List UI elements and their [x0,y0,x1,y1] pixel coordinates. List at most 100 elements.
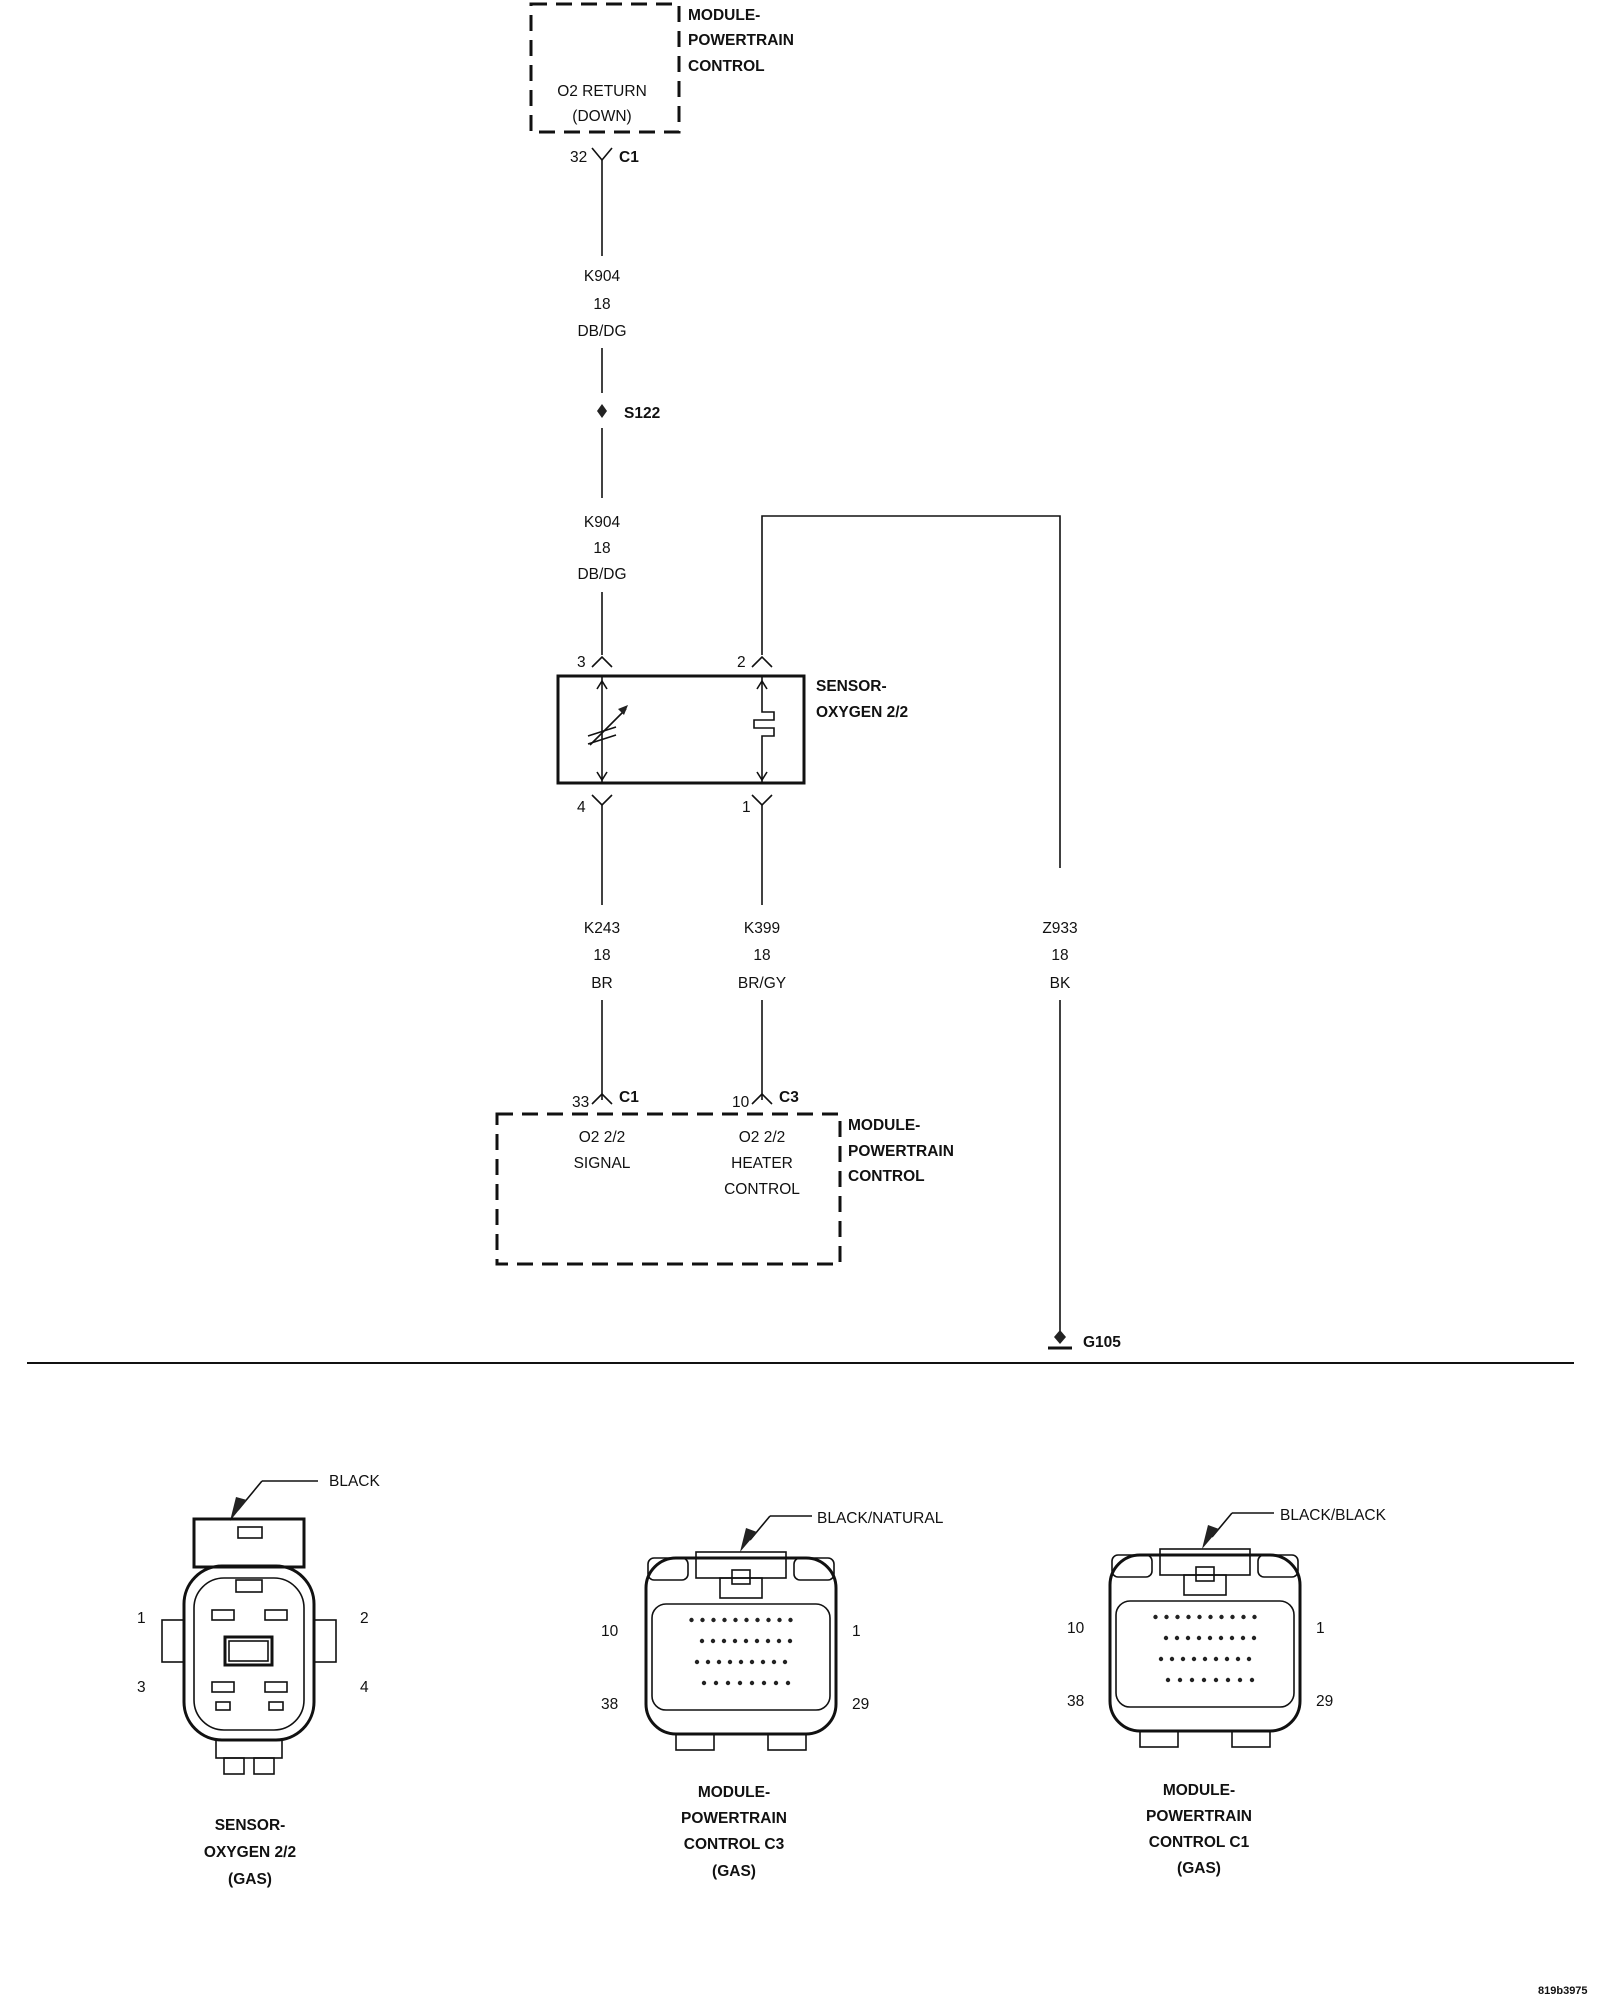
sensor-conn-pin-1: 1 [137,1610,146,1627]
pin-label-32: 32 [570,149,587,166]
c1-conn-title-3: CONTROL C1 [1149,1834,1250,1851]
pin-cavity [1163,1635,1169,1641]
c1-conn-title-4: (GAS) [1177,1860,1221,1877]
pin-cavity [1158,1656,1164,1662]
splice-s122: S122 [597,404,660,422]
pin-cavity [721,1638,727,1644]
pin-label-2: 2 [737,654,746,671]
pin-cavity [777,1617,782,1623]
pin-cavity [1191,1656,1197,1662]
sensor-conn-title-2: OXYGEN 2/2 [204,1844,296,1861]
pin-cavity [1246,1656,1252,1662]
pin-cavity [689,1617,694,1623]
pin-label-3: 3 [577,654,586,671]
pin-cavity [1202,1656,1208,1662]
pin-cavity [1185,1635,1191,1641]
pin-cavity [705,1659,711,1665]
pcm-top-func-2: (DOWN) [572,108,631,125]
pcm-bottom-name-3: CONTROL [848,1168,925,1185]
pin-cavity [1177,1677,1183,1683]
pin-cavity [1225,1677,1231,1683]
pin-cavity [743,1638,749,1644]
pin-cavity [732,1638,738,1644]
c3-conn-pin-29: 29 [852,1696,869,1713]
c3-conn-title-3: CONTROL C3 [684,1836,785,1853]
pin-cavity [1218,1635,1224,1641]
pin-cavity [755,1617,760,1623]
c3-conn-pin-10: 10 [601,1623,619,1640]
sensor-oxygen-box [556,674,806,785]
c1-pin-field [1153,1614,1257,1683]
pin-cavity [1153,1614,1158,1620]
c1-conn-pin-1: 1 [1316,1620,1325,1637]
sensor-conn-title-3: (GAS) [228,1871,272,1888]
wire-z933-color: BK [1050,975,1071,992]
pin-cavity [1174,1635,1180,1641]
pin-cavity [1213,1656,1219,1662]
document-id: 819b3975 [1538,1985,1588,1997]
wire-k243-gauge: 18 [593,947,610,964]
pin-cavity [766,1617,771,1623]
pin-cavity [711,1617,716,1623]
pin-cavity [716,1659,722,1665]
pin-label-10: 10 [732,1094,750,1111]
pcm-bottom-name-2: POWERTRAIN [848,1143,954,1160]
c3-conn-title-1: MODULE- [698,1784,770,1801]
wire-k399-id: K399 [744,920,780,937]
wire-k399-color: BR/GY [738,975,786,992]
wire-z933-id: Z933 [1042,920,1077,937]
pin-cavity [1224,1656,1230,1662]
pin-cavity [1240,1635,1246,1641]
pin-cavity [1249,1677,1255,1683]
pcm-bottom-name-1: MODULE- [848,1117,920,1134]
conn-label-c3: C3 [779,1089,799,1106]
sensor-name-2: OXYGEN 2/2 [816,704,908,721]
pcm-bottom-signal-2: SIGNAL [574,1155,631,1172]
c3-conn-pin-1: 1 [852,1623,861,1640]
pin-cavity [738,1659,744,1665]
pin-cavity [1207,1635,1213,1641]
pin-cavity [727,1659,733,1665]
wire-k904b-gauge: 18 [593,540,610,557]
pin-cavity [1230,1614,1235,1620]
pin-cavity [737,1680,743,1686]
pcm-top-name-1: MODULE- [688,7,760,24]
pin-cavity [1165,1677,1171,1683]
c1-conn-color: BLACK/BLACK [1280,1507,1387,1524]
c1-conn-title-2: POWERTRAIN [1146,1808,1252,1825]
pin-cavity [1189,1677,1195,1683]
pin-cavity [788,1617,793,1623]
wire-k904b-color: DB/DG [577,566,626,583]
wire-z933-gauge: 18 [1051,947,1068,964]
connector-c3-view [644,1515,838,1751]
pin-1-sensor: 1 [742,794,773,816]
pin-cavity [1164,1614,1169,1620]
pin-cavity [1169,1656,1175,1662]
connector-c1-view [1108,1512,1302,1748]
pcm-bottom-signal-1: O2 2/2 [579,1129,626,1146]
pin-cavity [1241,1614,1246,1620]
pin-10-c3: 10 C3 [732,1089,799,1111]
pin-cavity [1180,1656,1186,1662]
c3-pin-field [689,1617,793,1686]
pin-cavity [722,1617,727,1623]
pin-2-sensor: 2 [737,654,773,671]
pin-cavity [699,1638,705,1644]
pin-label-4: 4 [577,799,586,816]
pcm-bottom-module: O2 2/2 SIGNAL O2 2/2 HEATER CONTROL [495,1112,842,1266]
pin-cavity [701,1680,707,1686]
sensor-name-1: SENSOR- [816,678,887,695]
pin-cavity [1197,1614,1202,1620]
pin-cavity [749,1659,755,1665]
pin-32-c1: 32 C1 [570,147,639,166]
pin-4-sensor: 4 [577,794,613,816]
c3-conn-title-4: (GAS) [712,1863,756,1880]
pin-cavity [1175,1614,1180,1620]
pin-cavity [765,1638,771,1644]
pin-cavity [754,1638,760,1644]
pin-3-sensor: 3 [577,654,613,671]
wire-k243-color: BR [591,975,613,992]
pin-cavity [787,1638,793,1644]
wire-k904a-id: K904 [584,268,621,285]
c3-conn-title-2: POWERTRAIN [681,1810,787,1827]
